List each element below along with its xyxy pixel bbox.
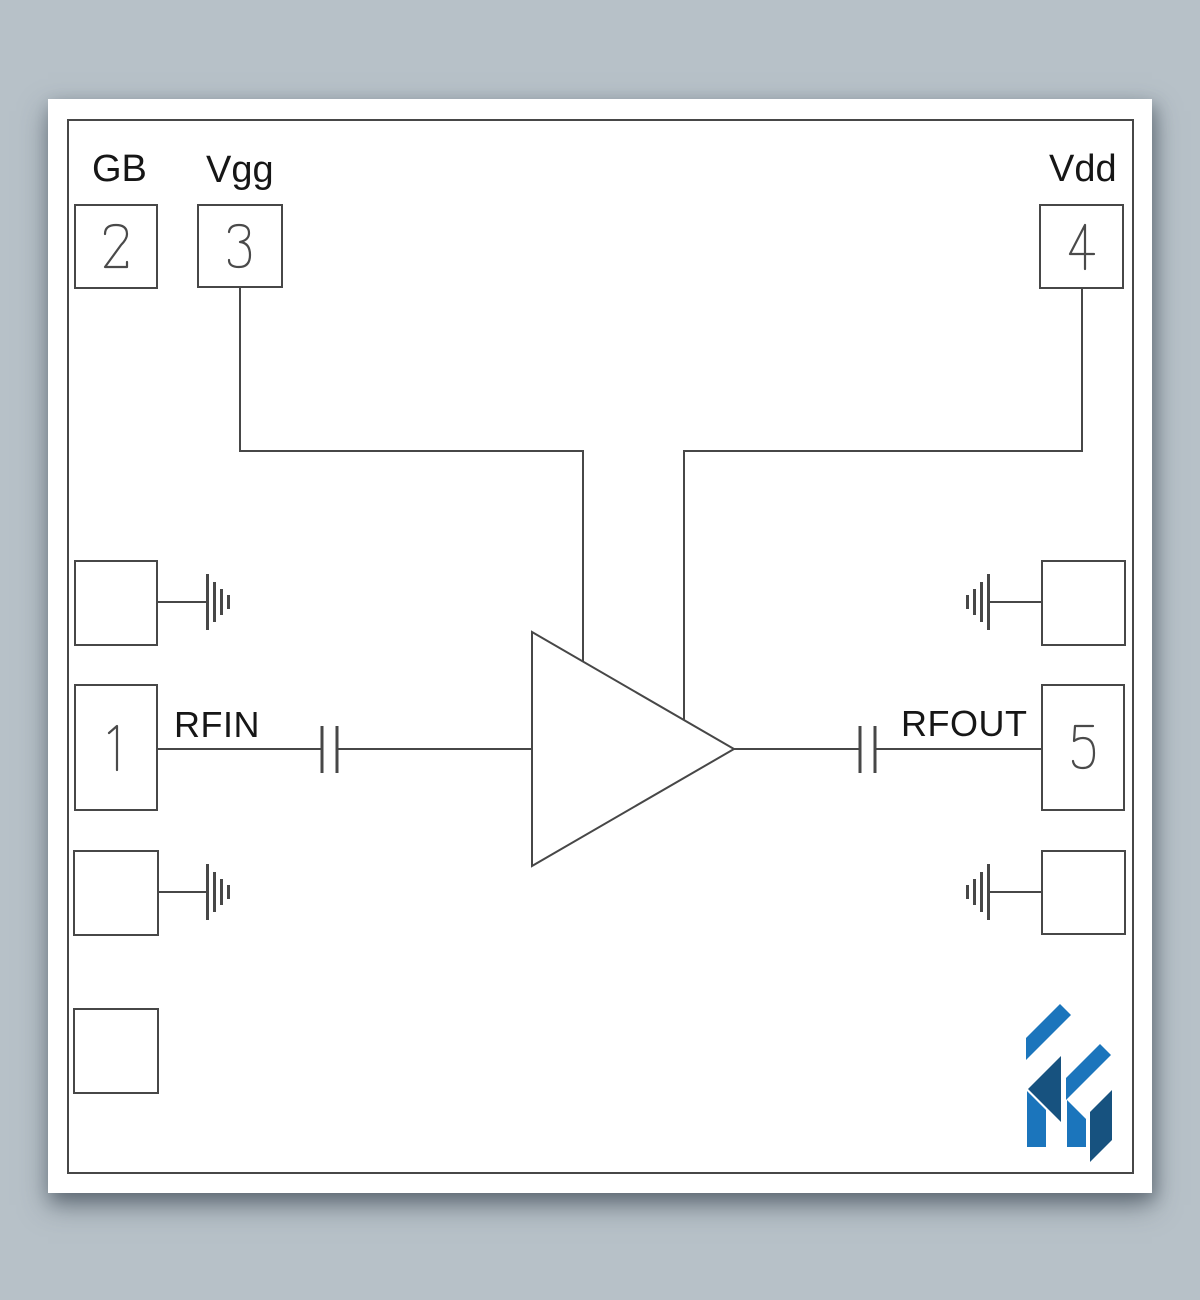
logo-left-diamond — [1028, 1056, 1061, 1122]
label-rfout: RFOUT — [901, 703, 1027, 744]
label-vgg: Vgg — [206, 149, 274, 191]
diagram-border — [67, 119, 1134, 1174]
pin-number-5 — [1071, 724, 1096, 770]
ground-icon-upper-left — [157, 574, 230, 630]
ground-icon-lower-right — [966, 864, 1042, 920]
amplifier-triangle-icon — [531, 630, 736, 868]
ground-icon-upper-right — [966, 574, 1042, 630]
output-capacitor-icon — [858, 726, 877, 773]
pin-box-5 — [1041, 684, 1125, 811]
pin-box-4 — [1039, 204, 1124, 289]
logo-left-column — [1027, 1091, 1046, 1147]
logo-left-stripe — [1026, 1004, 1071, 1060]
ground-icon-lower-left — [157, 864, 230, 920]
pad-box-lower-right — [1041, 850, 1126, 935]
logo-right-stripe — [1066, 1044, 1111, 1100]
input-capacitor-icon — [320, 726, 339, 773]
pin-number-1 — [107, 724, 119, 772]
label-vdd: Vdd — [1049, 148, 1117, 190]
pin-box-2 — [74, 204, 158, 289]
vgg-wire — [239, 287, 584, 665]
pad-box-upper-right — [1041, 560, 1126, 646]
company-logo — [1026, 1004, 1112, 1162]
logo-right-column — [1067, 1100, 1086, 1147]
pad-box-bottom-left — [73, 1008, 159, 1094]
logo-right-bar — [1090, 1090, 1112, 1162]
pin-box-3 — [197, 204, 283, 288]
pad-box-upper-left — [74, 560, 158, 646]
label-gb: GB — [92, 148, 147, 190]
pin-number-2 — [103, 223, 129, 269]
vdd-wire — [683, 288, 1083, 725]
pin-number-3 — [227, 223, 252, 269]
pin-number-4 — [1068, 223, 1096, 271]
pad-box-lower-left — [73, 850, 159, 936]
label-rfin: RFIN — [174, 704, 260, 745]
